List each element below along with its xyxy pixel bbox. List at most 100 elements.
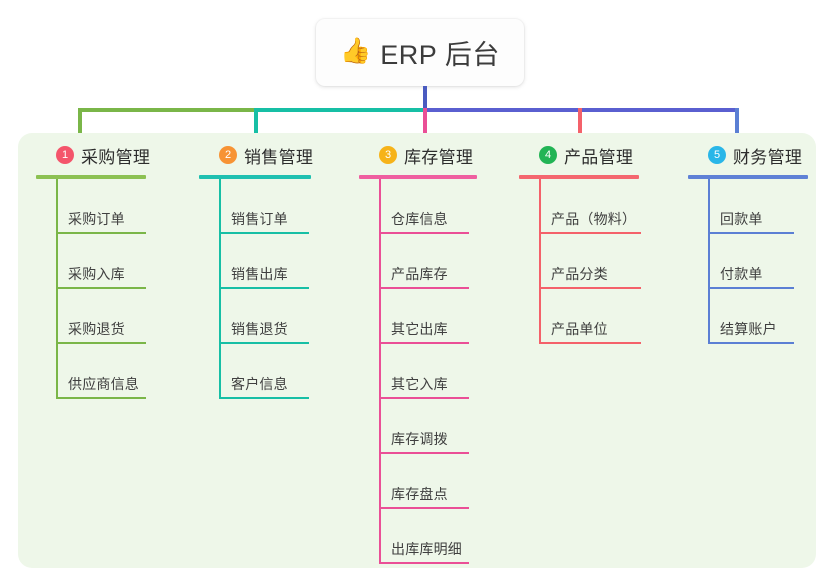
list-item[interactable]: 产品单位 — [541, 289, 642, 344]
list-item[interactable]: 付款单 — [710, 234, 808, 289]
list-item-rule — [541, 232, 641, 234]
column-items: 产品（物料） 产品分类产品单位 — [519, 179, 642, 344]
column-header-rule — [519, 175, 639, 179]
column-spine — [379, 179, 381, 564]
column-header-3[interactable]: 3 库存管理 — [359, 142, 477, 168]
column-badge-4: 4 — [539, 146, 557, 164]
column-库存管理: 3 库存管理仓库信息产品库存其它出库其它入库库存调拨库存盘点出库库明细 — [359, 142, 477, 564]
list-item[interactable]: 产品（物料） — [541, 179, 642, 234]
column-title: 财务管理 — [733, 147, 803, 167]
column-items: 仓库信息产品库存其它出库其它入库库存调拨库存盘点出库库明细 — [359, 179, 477, 564]
list-item-rule — [710, 287, 794, 289]
list-item-label: 库存盘点 — [391, 486, 448, 502]
list-item-rule — [381, 232, 469, 234]
list-item[interactable]: 其它入库 — [381, 344, 477, 399]
column-title: 库存管理 — [404, 147, 474, 167]
list-item[interactable]: 客户信息 — [221, 344, 313, 399]
column-title: 采购管理 — [81, 147, 151, 167]
diagram-panel-background — [18, 133, 816, 568]
list-item-label: 客户信息 — [231, 376, 288, 392]
list-item-rule — [381, 452, 469, 454]
connector-trunk-teal — [254, 108, 426, 112]
list-item-label: 出库库明细 — [391, 541, 462, 557]
list-item[interactable]: 仓库信息 — [381, 179, 477, 234]
list-item-rule — [381, 507, 469, 509]
list-item-label: 供应商信息 — [68, 376, 139, 392]
column-header-5[interactable]: 5 财务管理 — [688, 142, 808, 168]
connector-root-stem — [423, 86, 427, 110]
connector-drop-finance — [735, 108, 739, 148]
list-item-label: 其它入库 — [391, 376, 448, 392]
list-item-rule — [381, 342, 469, 344]
connector-drop-inventory — [423, 108, 427, 148]
column-header-rule — [199, 175, 311, 179]
list-item-label: 结算账户 — [720, 321, 777, 337]
list-item[interactable]: 产品库存 — [381, 234, 477, 289]
thumbs-up-icon: 👍 — [340, 37, 372, 65]
list-item-rule — [58, 232, 146, 234]
list-item[interactable]: 库存调拨 — [381, 399, 477, 454]
list-item-label: 销售退货 — [231, 321, 288, 337]
list-item[interactable]: 供应商信息 — [58, 344, 150, 399]
column-badge-3: 3 — [379, 146, 397, 164]
list-item[interactable]: 销售订单 — [221, 179, 313, 234]
list-item-rule — [221, 287, 309, 289]
list-item-label: 库存调拨 — [391, 431, 448, 447]
list-item-label: 产品分类 — [551, 266, 608, 282]
list-item-rule — [381, 397, 469, 399]
list-item-label: 产品库存 — [391, 266, 448, 282]
column-spine — [219, 179, 221, 399]
column-header-rule — [688, 175, 808, 179]
list-item[interactable]: 结算账户 — [710, 289, 808, 344]
column-spine — [539, 179, 541, 344]
column-items: 销售订单销售出库销售退货客户信息 — [199, 179, 313, 399]
column-items: 回款单付款单结算账户 — [688, 179, 808, 344]
list-item-rule — [541, 342, 641, 344]
list-item[interactable]: 库存盘点 — [381, 454, 477, 509]
list-item[interactable]: 产品分类 — [541, 234, 642, 289]
list-item[interactable]: 采购退货 — [58, 289, 150, 344]
list-item-label: 采购订单 — [68, 211, 125, 227]
connector-trunk-green — [78, 108, 254, 112]
list-item[interactable]: 销售退货 — [221, 289, 313, 344]
column-header-rule — [359, 175, 477, 179]
list-item[interactable]: 采购入库 — [58, 234, 150, 289]
list-item[interactable]: 采购订单 — [58, 179, 150, 234]
connector-drop-product — [578, 108, 582, 148]
root-node-title: ERP 后台 — [380, 40, 500, 70]
column-spine — [56, 179, 58, 399]
column-badge-2: 2 — [219, 146, 237, 164]
column-badge-5: 5 — [708, 146, 726, 164]
list-item-rule — [221, 397, 309, 399]
list-item[interactable]: 回款单 — [710, 179, 808, 234]
list-item[interactable]: 出库库明细 — [381, 509, 477, 564]
list-item[interactable]: 销售出库 — [221, 234, 313, 289]
list-item-rule — [58, 287, 146, 289]
list-item-label: 付款单 — [720, 266, 763, 282]
list-item-label: 产品单位 — [551, 321, 608, 337]
list-item-rule — [381, 562, 469, 564]
list-item-label: 销售出库 — [231, 266, 288, 282]
list-item[interactable]: 其它出库 — [381, 289, 477, 344]
list-item-label: 销售订单 — [231, 211, 288, 227]
list-item-rule — [221, 232, 309, 234]
column-header-rule — [36, 175, 146, 179]
list-item-rule — [710, 232, 794, 234]
column-财务管理: 5 财务管理回款单付款单结算账户 — [688, 142, 808, 344]
list-item-label: 采购入库 — [68, 266, 125, 282]
list-item-rule — [541, 287, 641, 289]
root-node-card[interactable]: 👍 ERP 后台 — [316, 19, 524, 86]
connector-trunk-purple — [426, 108, 739, 112]
column-items: 采购订单采购入库采购退货供应商信息 — [36, 179, 150, 399]
list-item-rule — [221, 342, 309, 344]
list-item-label: 采购退货 — [68, 321, 125, 337]
list-item-label: 其它出库 — [391, 321, 448, 337]
list-item-rule — [58, 342, 146, 344]
list-item-label: 仓库信息 — [391, 211, 448, 227]
